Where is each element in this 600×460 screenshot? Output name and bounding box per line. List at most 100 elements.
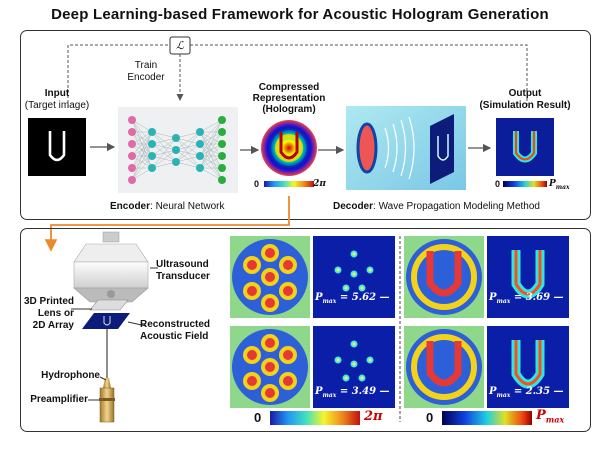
- network-edge: [199, 119, 223, 157]
- figure-title: Deep Learning-based Framework for Acoust…: [51, 6, 549, 23]
- hologram-u: [426, 341, 462, 387]
- network-node: [196, 128, 204, 136]
- hologram-spot: [247, 350, 257, 360]
- network-edge: [175, 155, 201, 163]
- field-result-image: [487, 326, 569, 408]
- network-node: [128, 140, 136, 148]
- hologram-spot: [265, 248, 275, 258]
- focal-spot: [336, 358, 340, 362]
- network-edge: [151, 137, 177, 169]
- network-edge: [151, 161, 177, 169]
- result-pair-1: [230, 236, 395, 318]
- transducer-illustration: [73, 231, 149, 303]
- field-u-core: [514, 340, 542, 386]
- pressure-colorbar-small: [503, 181, 547, 187]
- network-node: [128, 176, 136, 184]
- network-edge: [199, 119, 223, 133]
- reconstructed-field-illustration: [82, 313, 130, 329]
- hologram-disk: [406, 239, 482, 315]
- output-label: Output (Simulation Result): [479, 88, 571, 111]
- network-node: [172, 134, 180, 142]
- hologram-spot: [247, 260, 257, 270]
- lens-illustration: [89, 299, 129, 311]
- experiment-panel: [20, 228, 591, 432]
- output-image: [496, 118, 554, 176]
- input-label: Input (Target image): [24, 88, 90, 111]
- preamplifier-label: Preamplifier: [30, 394, 88, 405]
- focal-spot: [336, 268, 340, 272]
- hologram-spot: [265, 272, 275, 282]
- network-node: [218, 164, 226, 172]
- loss-symbol: ℒ: [176, 39, 184, 52]
- hologram-spot: [247, 376, 257, 386]
- wave-propagation-image: [346, 106, 466, 190]
- hologram-spot: [247, 286, 257, 296]
- result-pmax-1: Pmax = 5.62 —: [315, 292, 390, 305]
- network-edge: [199, 155, 223, 169]
- preamplifier-illustration: [99, 378, 115, 423]
- hologram-spot: [265, 388, 275, 398]
- hologram-spot: [265, 298, 275, 308]
- network-edge: [199, 143, 223, 169]
- network-node: [128, 152, 136, 160]
- phase-max-label: 2π: [364, 409, 383, 424]
- network-edge: [131, 131, 153, 157]
- network-node: [218, 128, 226, 136]
- orange-connector-arrow: [44, 196, 290, 252]
- focal-spot: [344, 286, 348, 290]
- hologram-spot: [283, 376, 293, 386]
- network-node: [218, 176, 226, 184]
- network-edge: [175, 143, 201, 163]
- loss-line-right: [190, 44, 528, 108]
- network-node: [128, 116, 136, 124]
- hologram-ring: [411, 244, 477, 310]
- focal-spot: [344, 376, 348, 380]
- hydrophone-label: Hydrophone: [41, 370, 100, 381]
- result-pmax-3: Pmax = 3.49 —: [315, 386, 390, 399]
- ultrasound-transducer-label: Ultrasound Transducer: [156, 259, 210, 282]
- focal-spot: [352, 252, 356, 256]
- network-node: [196, 164, 204, 172]
- phase-colorbar-small: [264, 181, 314, 187]
- network-node: [148, 152, 156, 160]
- network-node: [218, 140, 226, 148]
- network-node: [148, 140, 156, 148]
- hologram-disk: [406, 329, 482, 405]
- hologram-spot: [265, 338, 275, 348]
- loss-line-left: [67, 44, 170, 108]
- network-edge: [131, 131, 153, 169]
- network-node: [196, 140, 204, 148]
- focal-spot: [368, 358, 372, 362]
- hologram-spot: [283, 260, 293, 270]
- result-pmax-4: Pmax = 2.35 —: [489, 386, 564, 399]
- network-edge: [199, 119, 223, 169]
- result-pmax-2: Pmax = 3.69 —: [489, 292, 564, 305]
- phase-colorbar: [270, 411, 360, 425]
- encoder-network: [128, 116, 226, 184]
- pointer-field: [127, 321, 147, 327]
- field-result-image: [487, 236, 569, 318]
- hologram-spot: [283, 350, 293, 360]
- network-node: [148, 164, 156, 172]
- network-edge: [151, 137, 177, 157]
- hologram-ring: [411, 334, 477, 400]
- network-edge: [199, 131, 223, 169]
- focal-spot: [360, 376, 364, 380]
- hologram-u: [426, 251, 462, 297]
- focal-spot: [352, 342, 356, 346]
- framework-panel: [20, 30, 591, 220]
- network-edge: [151, 131, 177, 139]
- results-grid: [230, 236, 569, 408]
- network-edge: [131, 155, 153, 181]
- network-edge: [151, 137, 177, 145]
- hologram-spot: [265, 362, 275, 372]
- focal-spot: [368, 268, 372, 272]
- pressure-max-label: Pmax: [536, 408, 565, 425]
- focal-spot: [352, 272, 356, 276]
- network-edge: [175, 161, 201, 169]
- train-encoder-label: Train Encoder: [127, 60, 165, 83]
- input-u-shape: [48, 131, 66, 162]
- network-node: [172, 158, 180, 166]
- pointer-hydrophone: [99, 376, 107, 381]
